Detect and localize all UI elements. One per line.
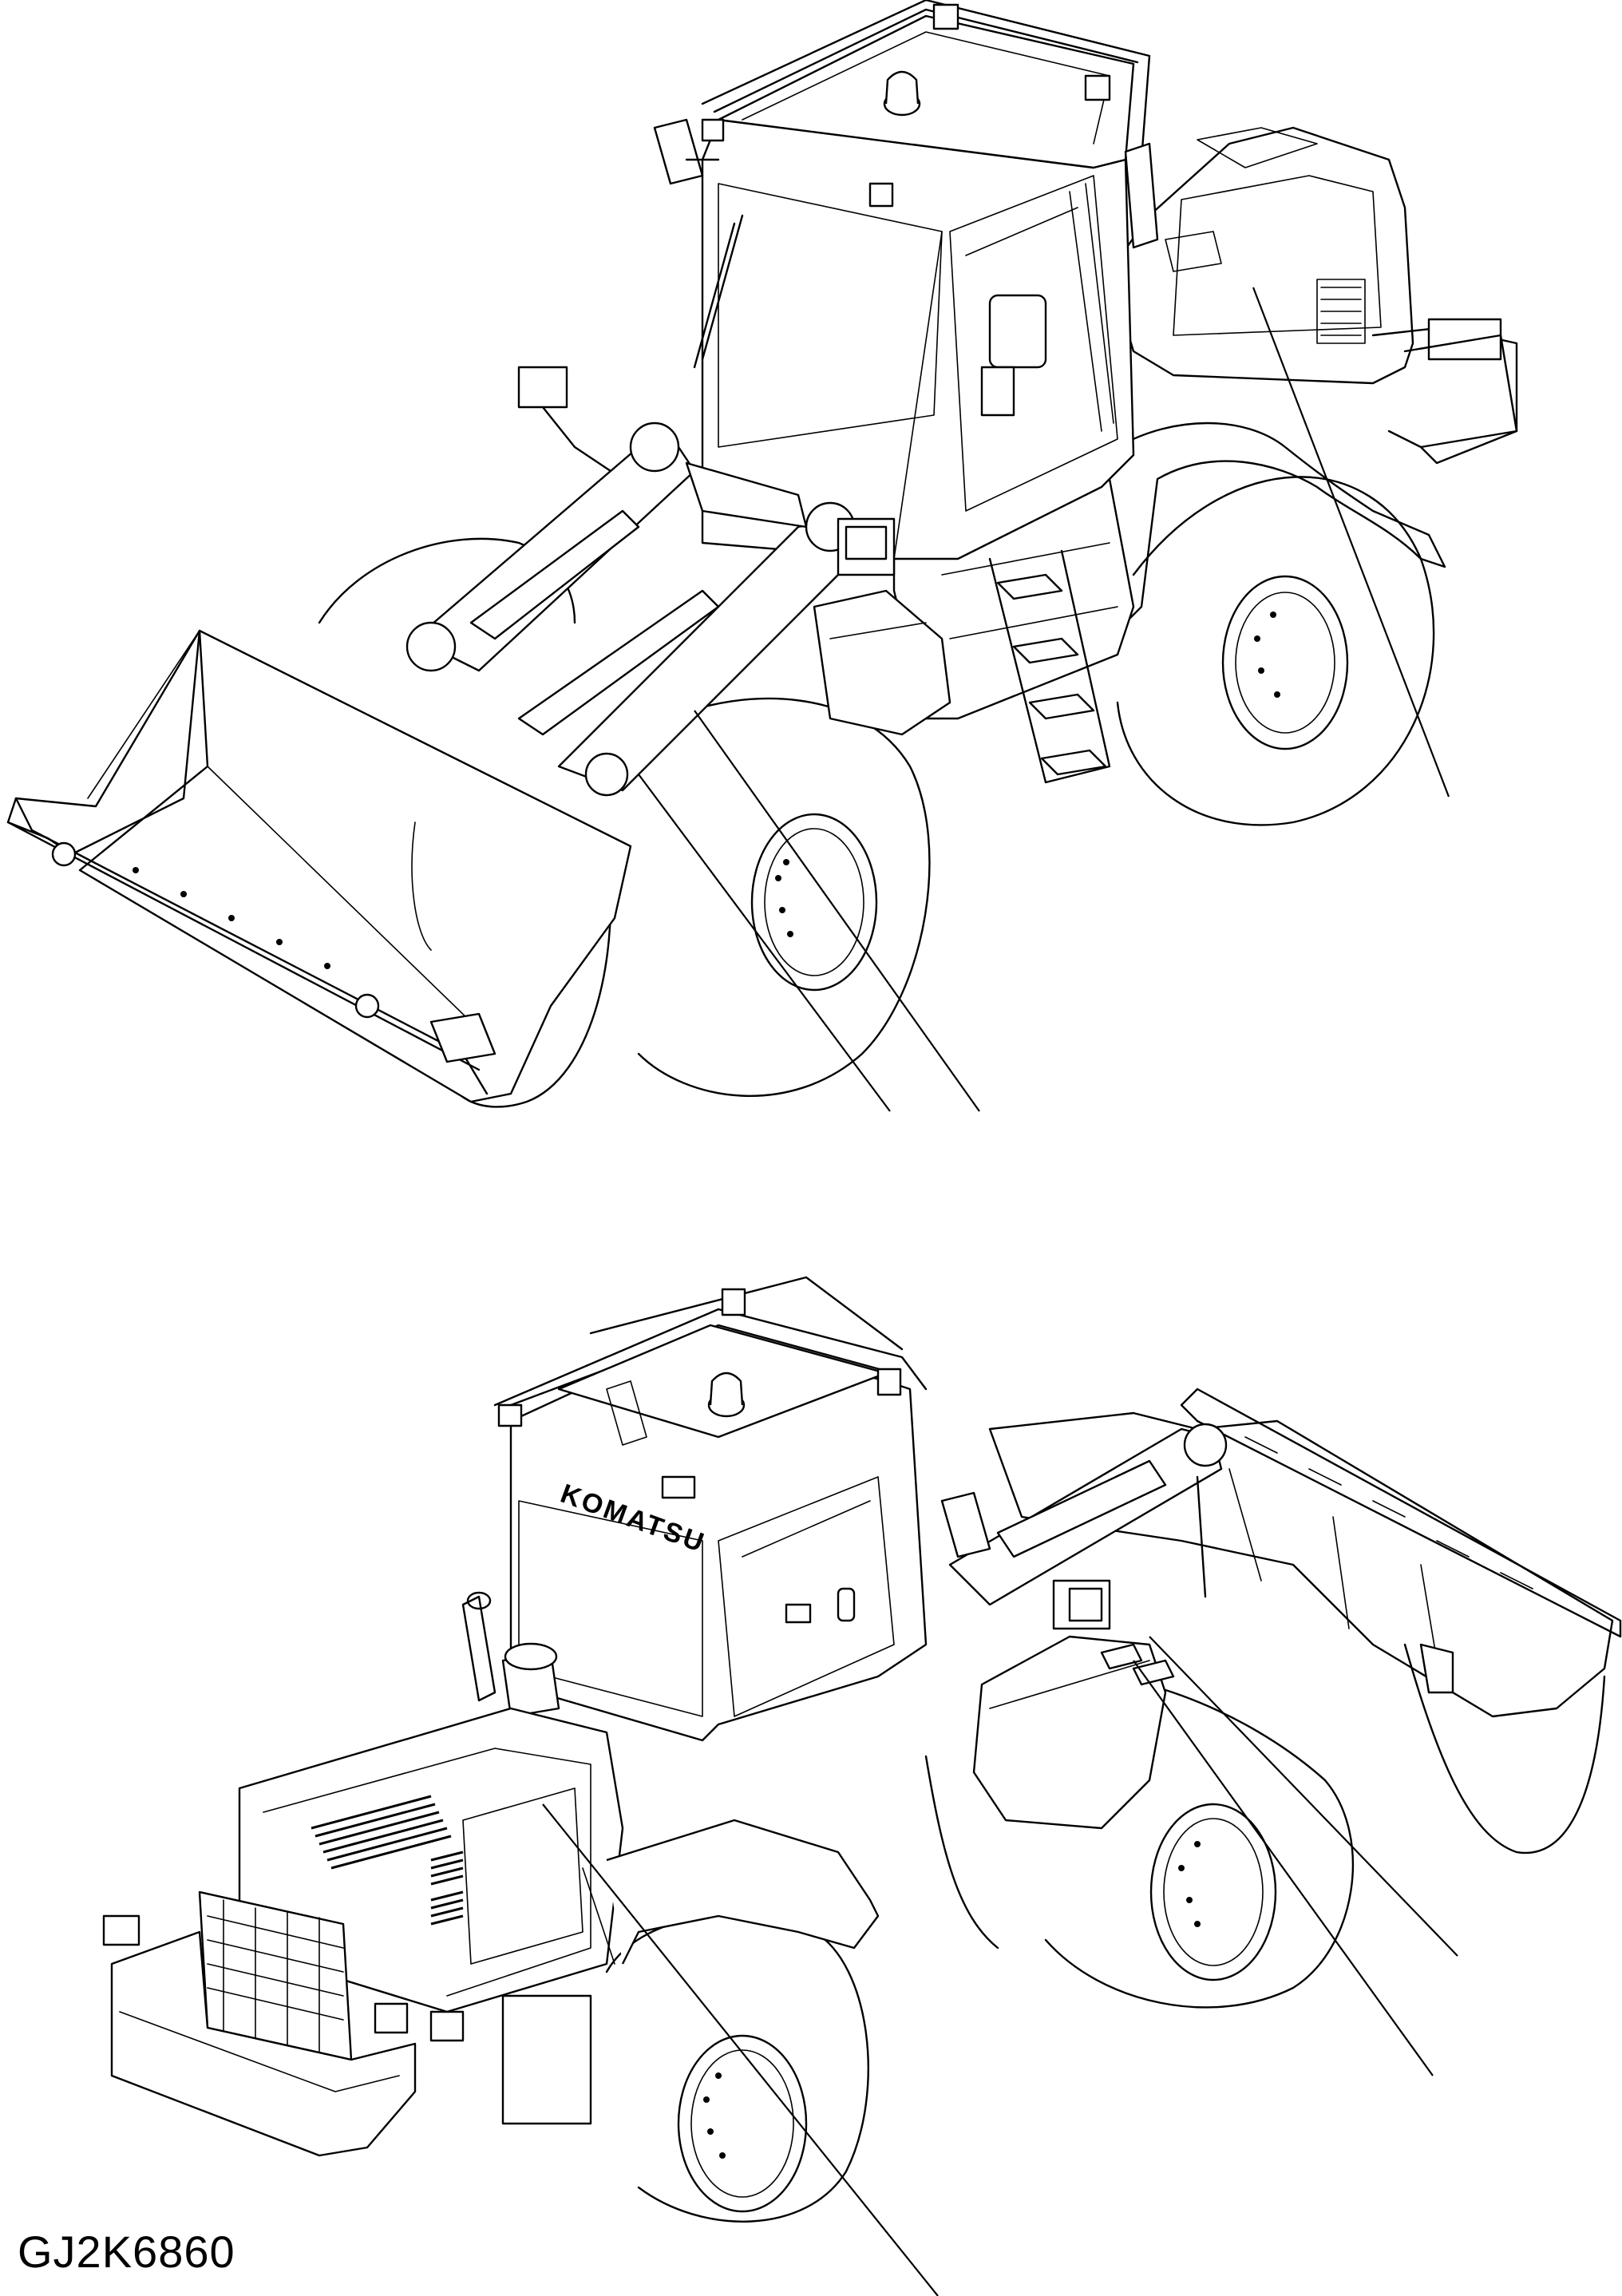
lower-rear-wheel [607,1916,868,2222]
lower-exhaust-and-precleaner [463,1593,559,1716]
lower-view-wheel-loader: KOMATSU [104,1277,1620,2296]
upper-access-ladder [990,551,1110,782]
lower-leader-lines [543,1637,1458,2296]
upper-rear-wheel [1118,477,1434,825]
upper-lift-arm [407,423,894,795]
upper-engine-hood [1110,128,1517,447]
upper-front-wheel [639,699,929,1096]
upper-view-wheel-loader [8,0,1517,1111]
upper-cab [519,0,1149,559]
upper-front-frame [814,591,950,734]
upper-bucket [8,631,631,1102]
upper-leader-lines [639,287,1449,1111]
lower-front-wheel [1038,1673,1353,2007]
lower-rear-grille [200,1892,351,2060]
upper-exhaust-pipe [1126,144,1157,247]
upper-counterweight [1405,335,1517,463]
lower-counterweight [112,1932,415,2155]
lower-rear-fender [607,1820,878,1964]
lower-cab: KOMATSU [495,1277,990,1740]
drawing-code: GJ2K6860 [18,2227,235,2277]
lower-far-wheel [926,1756,998,1948]
lower-front-fender [974,1637,1165,1828]
lower-lift-arm [950,1424,1226,1629]
upper-rear-fender [1118,423,1445,631]
